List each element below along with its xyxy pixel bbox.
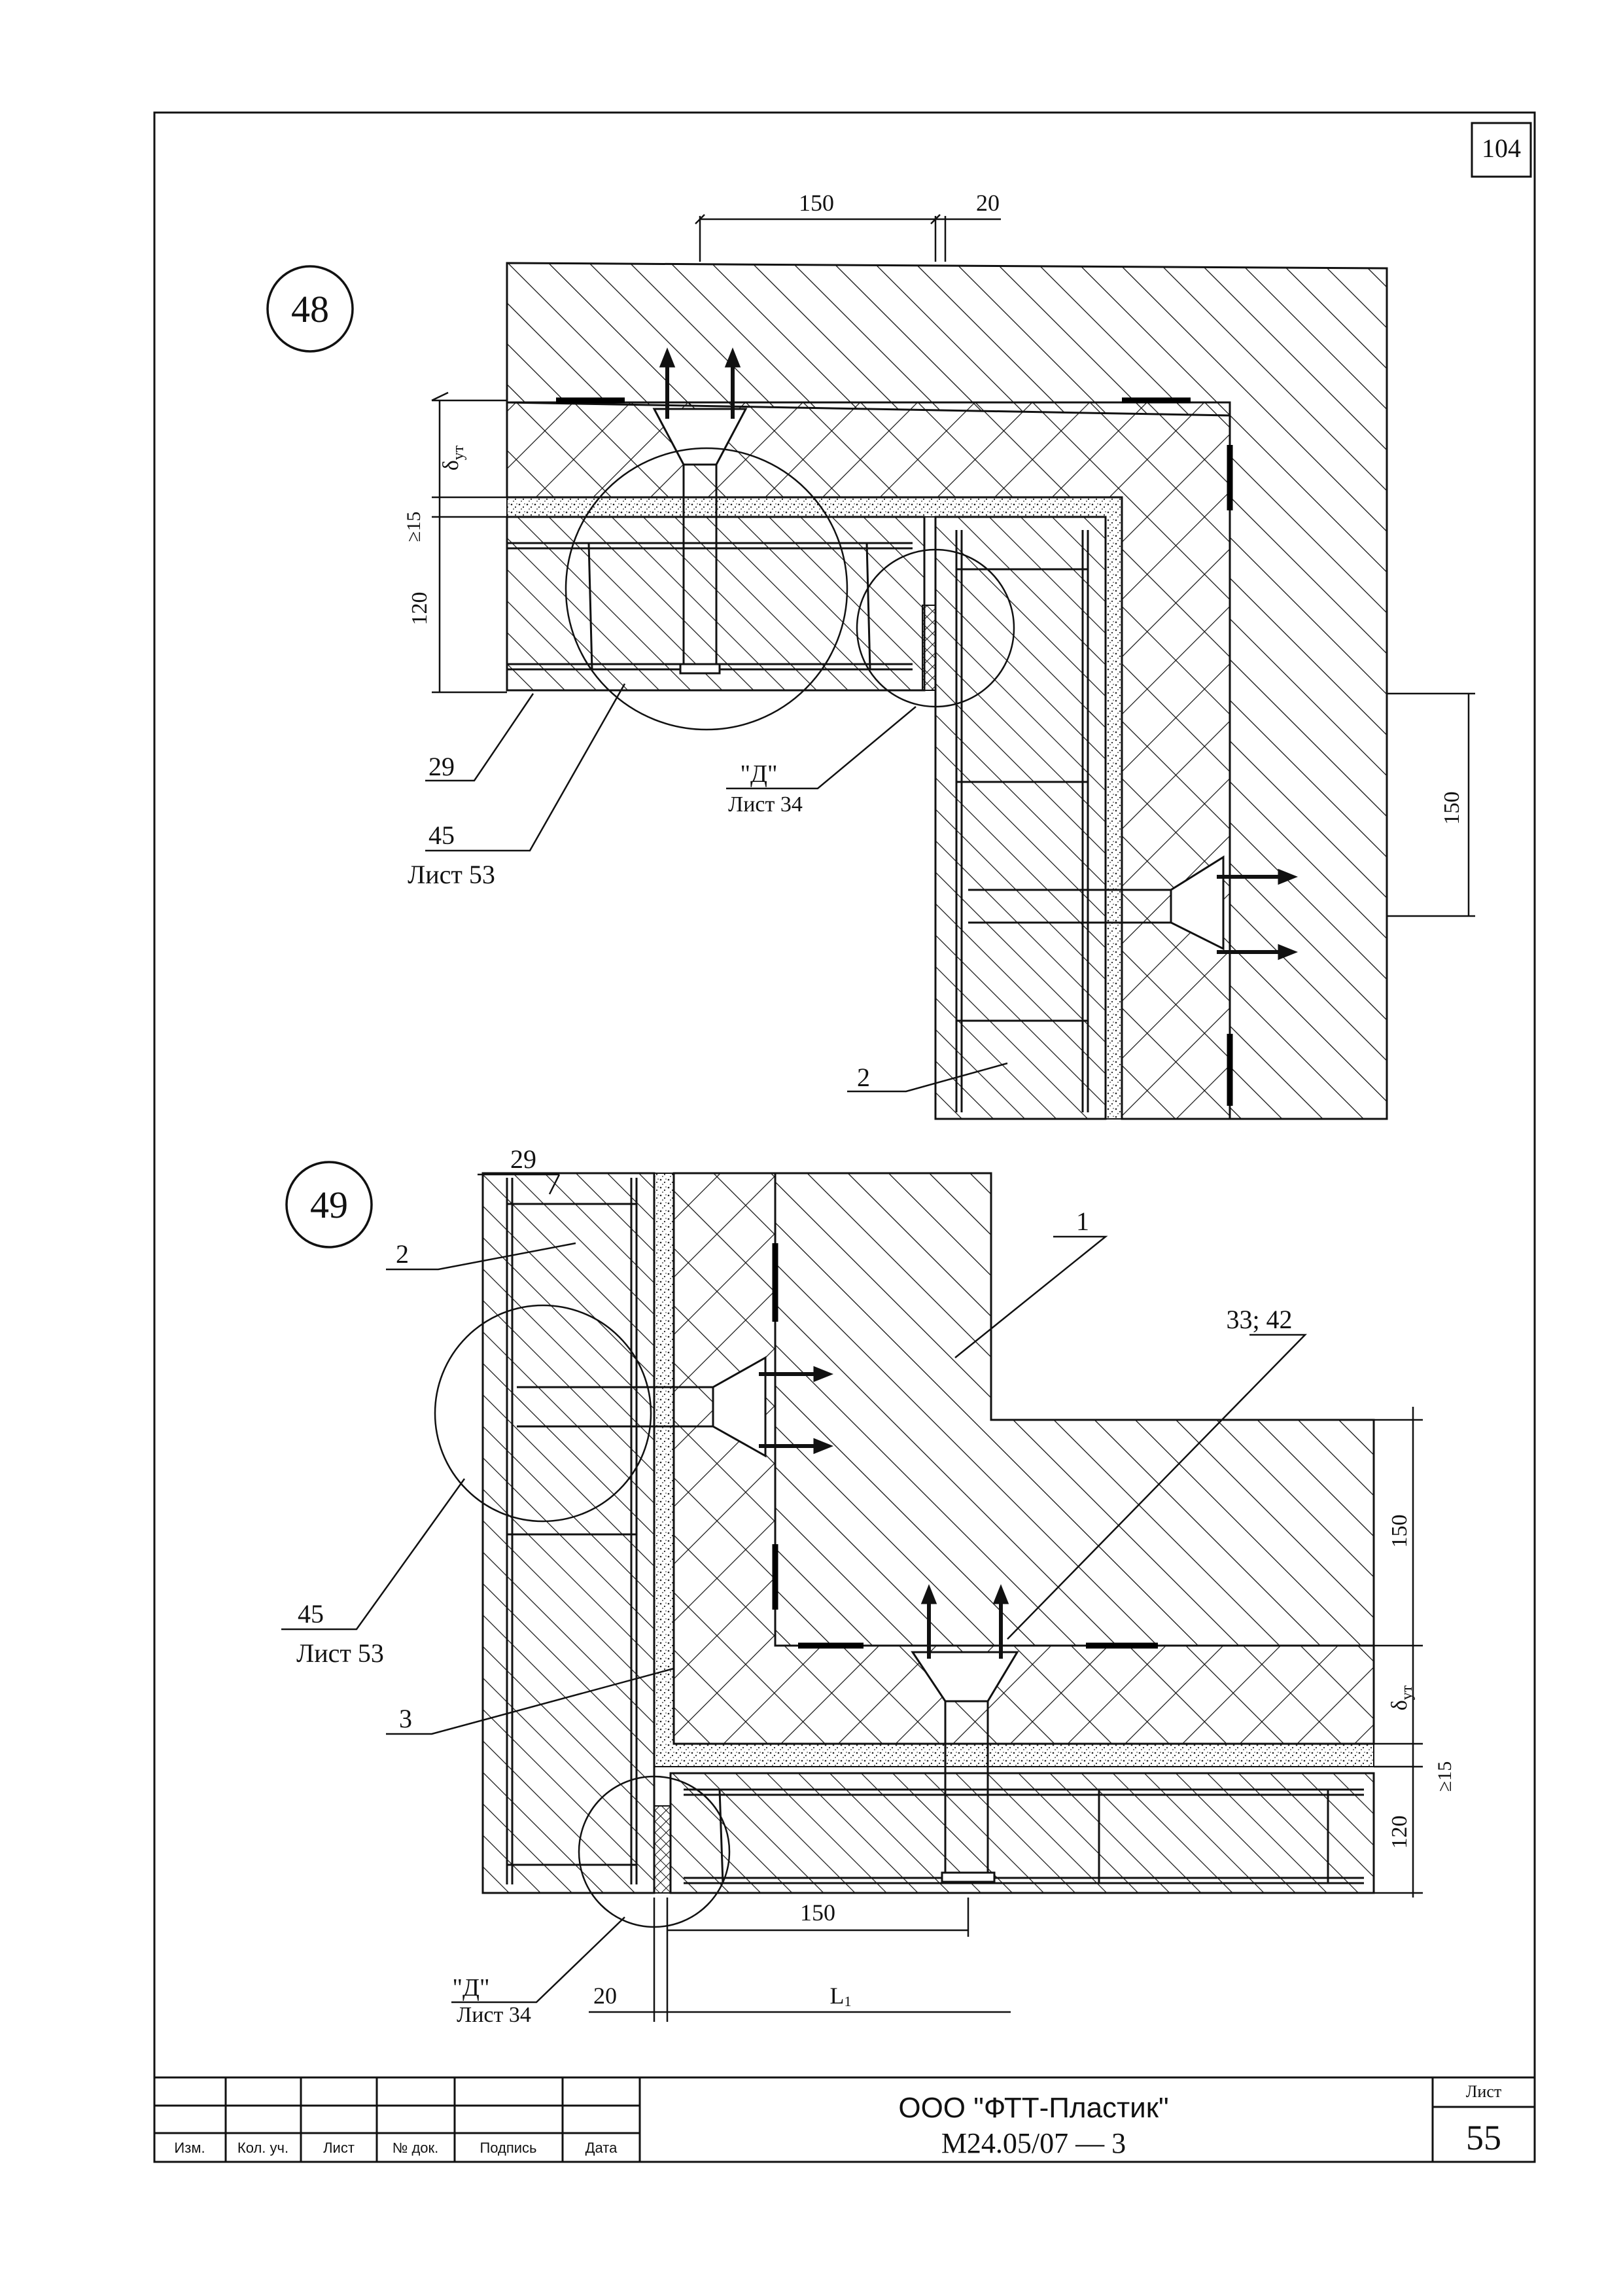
top-sheet-number: 104 xyxy=(1482,133,1521,163)
column-izm: Изм. xyxy=(174,2140,205,2156)
callout-33-42: 33; 42 xyxy=(1226,1305,1292,1334)
seal-strip xyxy=(654,1805,671,1894)
sheet-value: 55 xyxy=(1466,2118,1501,2157)
callout-45-ref: Лист 53 xyxy=(408,860,495,889)
dim-delta-right: δут xyxy=(1387,1685,1416,1710)
callout-2: 2 xyxy=(396,1239,409,1269)
dim-20-bottom: 20 xyxy=(593,1983,617,2009)
sheet-label: Лист xyxy=(1466,2082,1501,2101)
dim-bottom xyxy=(589,1898,1011,2022)
detail-48: 48 xyxy=(266,190,1475,1120)
top-sheet-number-box: 104 xyxy=(1471,122,1532,178)
detail-circle-45 xyxy=(565,447,848,731)
callout-29: 29 xyxy=(428,752,455,781)
dim-left xyxy=(431,391,507,694)
reinforcement-bars xyxy=(507,530,1089,1112)
column-signature: Подпись xyxy=(480,2140,536,2156)
adhesive-strips xyxy=(772,1243,1158,1649)
callout-45-ref: Лист 53 xyxy=(296,1638,384,1668)
anchor-left xyxy=(517,1356,834,1458)
column-kol-uch: Кол. уч. xyxy=(237,2140,288,2156)
callout-45: 45 xyxy=(298,1599,324,1629)
dim-20-top: 20 xyxy=(976,190,1000,216)
dim-right xyxy=(1374,1407,1423,1898)
dim-min15-right: ≥15 xyxy=(1434,1761,1456,1792)
document-code: М24.05/07 — 3 xyxy=(941,2127,1126,2159)
dim-150-right: 150 xyxy=(1387,1515,1412,1548)
dim-L1: L1 xyxy=(830,1983,852,2009)
callout-1: 1 xyxy=(1076,1207,1089,1236)
adhesive-strips xyxy=(556,397,1233,1106)
detail-49-marker xyxy=(285,1161,373,1248)
callout-2: 2 xyxy=(857,1063,870,1092)
callout-45: 45 xyxy=(428,821,455,850)
drawing-frame xyxy=(153,111,1536,2163)
leaders-48 xyxy=(425,683,1008,1093)
dim-150-right: 150 xyxy=(1440,792,1464,825)
organization-name: ООО "ФТТ-Пластик" xyxy=(898,2092,1168,2124)
detail-48-marker xyxy=(266,265,354,353)
dim-right xyxy=(1387,692,1475,917)
dim-top xyxy=(695,214,1001,262)
anchor-right xyxy=(968,855,1299,961)
detail-circle-45 xyxy=(434,1304,652,1523)
masonry-panel-horizontal xyxy=(669,1772,1375,1894)
reinforcement-bars xyxy=(506,1178,1364,1884)
dim-120-right: 120 xyxy=(1387,1816,1412,1849)
column-doc-no: № док. xyxy=(393,2140,439,2156)
detail-49-number: 49 xyxy=(310,1184,348,1226)
detail-49: 49 xyxy=(281,1144,1456,2027)
callout-D: "Д" xyxy=(453,1974,490,2002)
concrete-wall xyxy=(774,1172,1375,1647)
leaders-49 xyxy=(281,1173,1307,2004)
dim-150-bottom: 150 xyxy=(800,1899,835,1926)
detail-48-number: 48 xyxy=(291,288,329,330)
title-block: Изм. Кол. уч. Лист № док. Подпись Дата О… xyxy=(154,2076,1535,2162)
anchor-bottom xyxy=(911,1583,1019,1883)
masonry-panel-vertical xyxy=(934,516,1107,1120)
callout-3: 3 xyxy=(399,1704,412,1733)
dim-delta-left: δут xyxy=(439,445,467,470)
callout-D-ref: Лист 34 xyxy=(728,792,803,817)
dim-120-left: 120 xyxy=(408,592,432,626)
callout-D: "Д" xyxy=(741,760,778,788)
column-list: Лист xyxy=(323,2140,355,2156)
detail-circle-D xyxy=(856,548,1015,708)
seal-strip xyxy=(922,605,936,691)
masonry-panel-vertical xyxy=(481,1172,655,1894)
dim-150-top: 150 xyxy=(799,190,834,216)
dim-min15-left: ≥15 xyxy=(403,512,425,542)
callout-29: 29 xyxy=(510,1144,536,1174)
column-date: Дата xyxy=(585,2140,618,2156)
callout-D-ref: Лист 34 xyxy=(457,2003,531,2027)
